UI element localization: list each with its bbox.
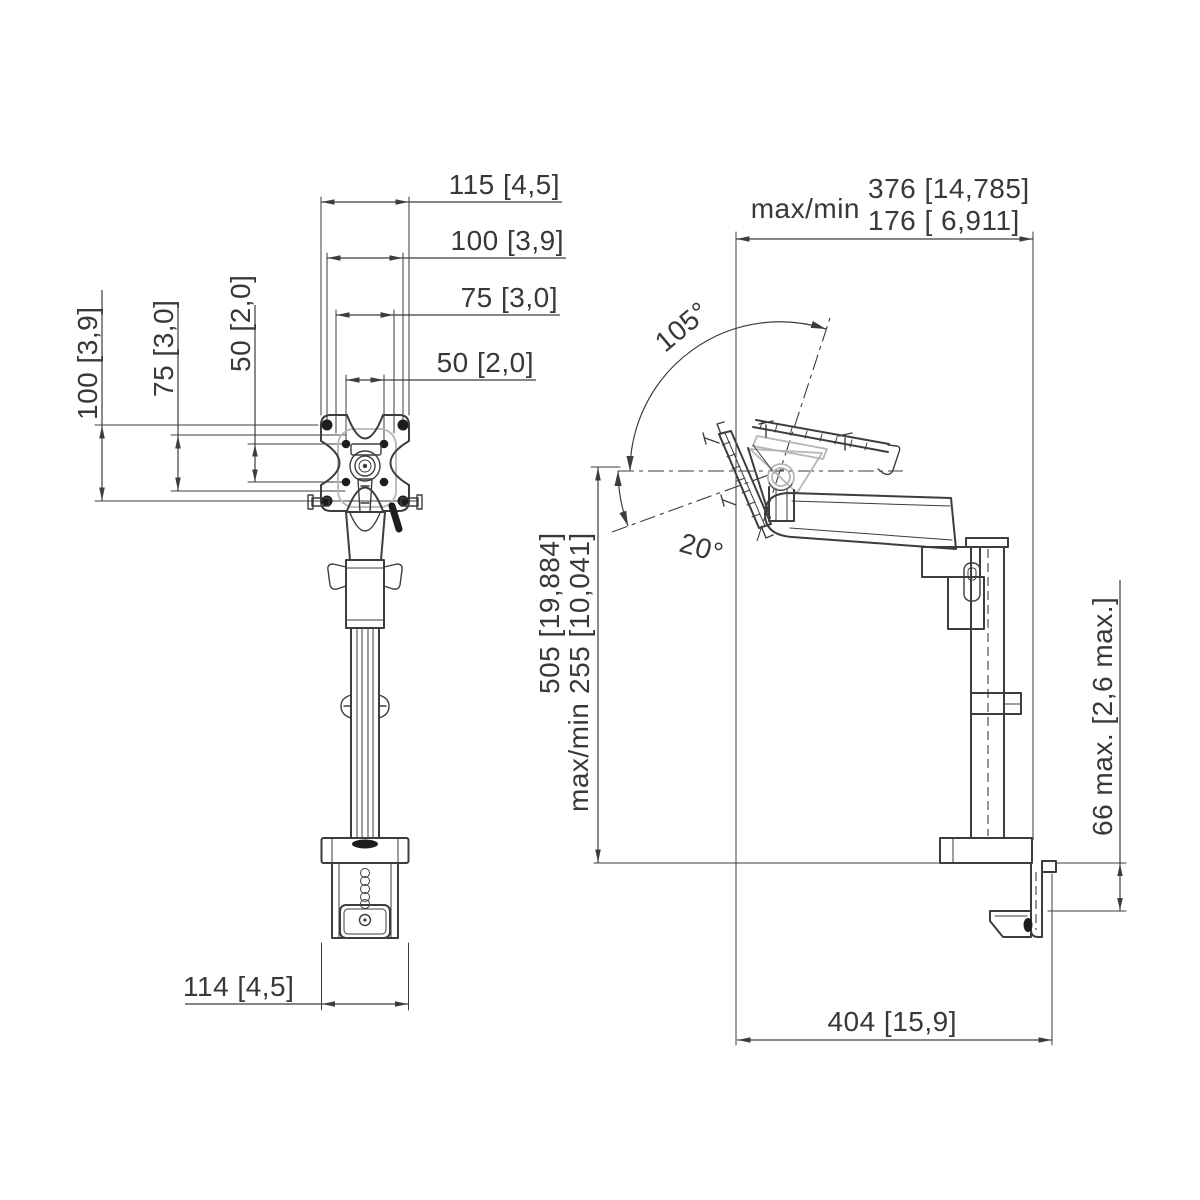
tilt-pins <box>307 494 423 510</box>
front-top-dimensions: 115 [4,5] 100 [3,9] 75 [3,0] 50 [2,0] <box>320 169 566 444</box>
side-top-dimension: max/min 376 [14,785] 176 [ 6,911] <box>736 173 1033 242</box>
side-height-dimension: max/min 505 [19,884] 255 [10,041] <box>534 466 621 863</box>
tilt-lever <box>388 502 403 533</box>
desk-surface-line <box>593 862 1127 912</box>
reach-min: 176 [ 6,911] <box>868 205 1020 236</box>
ball-joint <box>349 450 381 482</box>
front-view: 115 [4,5] 100 [3,9] 75 [3,0] 50 [2,0] 10… <box>72 169 566 1011</box>
dim-vesa-width-100: 100 [3,9] <box>451 225 564 256</box>
reach-max: 376 [14,785] <box>868 173 1030 204</box>
pole-cap <box>965 537 1009 548</box>
tilt-up-angle-label: 105° <box>649 296 715 358</box>
dim-vesa-width-75: 75 [3,0] <box>461 282 558 313</box>
side-desk-clamp <box>939 837 1057 938</box>
arm-wings <box>327 563 403 590</box>
clamp-screw-thread <box>360 868 370 909</box>
depth-label: 404 [15,9] <box>827 1006 957 1037</box>
head-screws <box>758 420 853 451</box>
front-desk-clamp <box>320 837 410 939</box>
dim-vesa-height-50: 50 [2,0] <box>225 275 256 372</box>
label-window <box>350 443 382 456</box>
side-depth-dimension: 404 [15,9] <box>737 873 1053 1046</box>
front-left-dimensions: 100 [3,9] 75 [3,0] 50 [2,0] <box>72 275 419 502</box>
clamp-jaw <box>989 910 1032 938</box>
side-arm <box>764 492 1022 839</box>
side-view: max/min 376 [14,785] 176 [ 6,911] 105° 2… <box>534 173 1127 1046</box>
height-prefix: max/min <box>563 703 594 812</box>
height-max: 505 [19,884] <box>534 532 565 694</box>
reach-prefix: max/min <box>751 193 860 224</box>
joint-lower-block <box>947 576 985 630</box>
dim-clamp-width: 114 [4,5] <box>183 971 294 1002</box>
front-column <box>327 478 403 839</box>
height-min: 255 [10,041] <box>564 532 595 694</box>
dim-vesa-width-50: 50 [2,0] <box>437 347 534 378</box>
front-bottom-dimension: 114 [4,5] <box>183 942 409 1011</box>
dim-vesa-height-100: 100 [3,9] <box>72 307 103 420</box>
desk-thickness-dimension: 66 max. [2,6 max.] <box>1087 580 1123 911</box>
tilt-down-angle-label: 20° <box>676 527 727 569</box>
side-head <box>702 419 901 539</box>
cable-clips <box>340 694 390 719</box>
vesa-plate <box>307 414 423 533</box>
vesa-holes <box>321 419 409 507</box>
tilt-angles: 105° 20° <box>611 296 903 569</box>
dim-vesa-width-115: 115 [4,5] <box>449 169 560 200</box>
dim-vesa-height-75: 75 [3,0] <box>148 300 179 397</box>
desk-thickness-label: 66 max. [2,6 max.] <box>1087 597 1118 836</box>
clamp-tab <box>1041 860 1057 873</box>
monitor-plate-edge <box>718 430 772 529</box>
pole-front <box>350 627 380 839</box>
